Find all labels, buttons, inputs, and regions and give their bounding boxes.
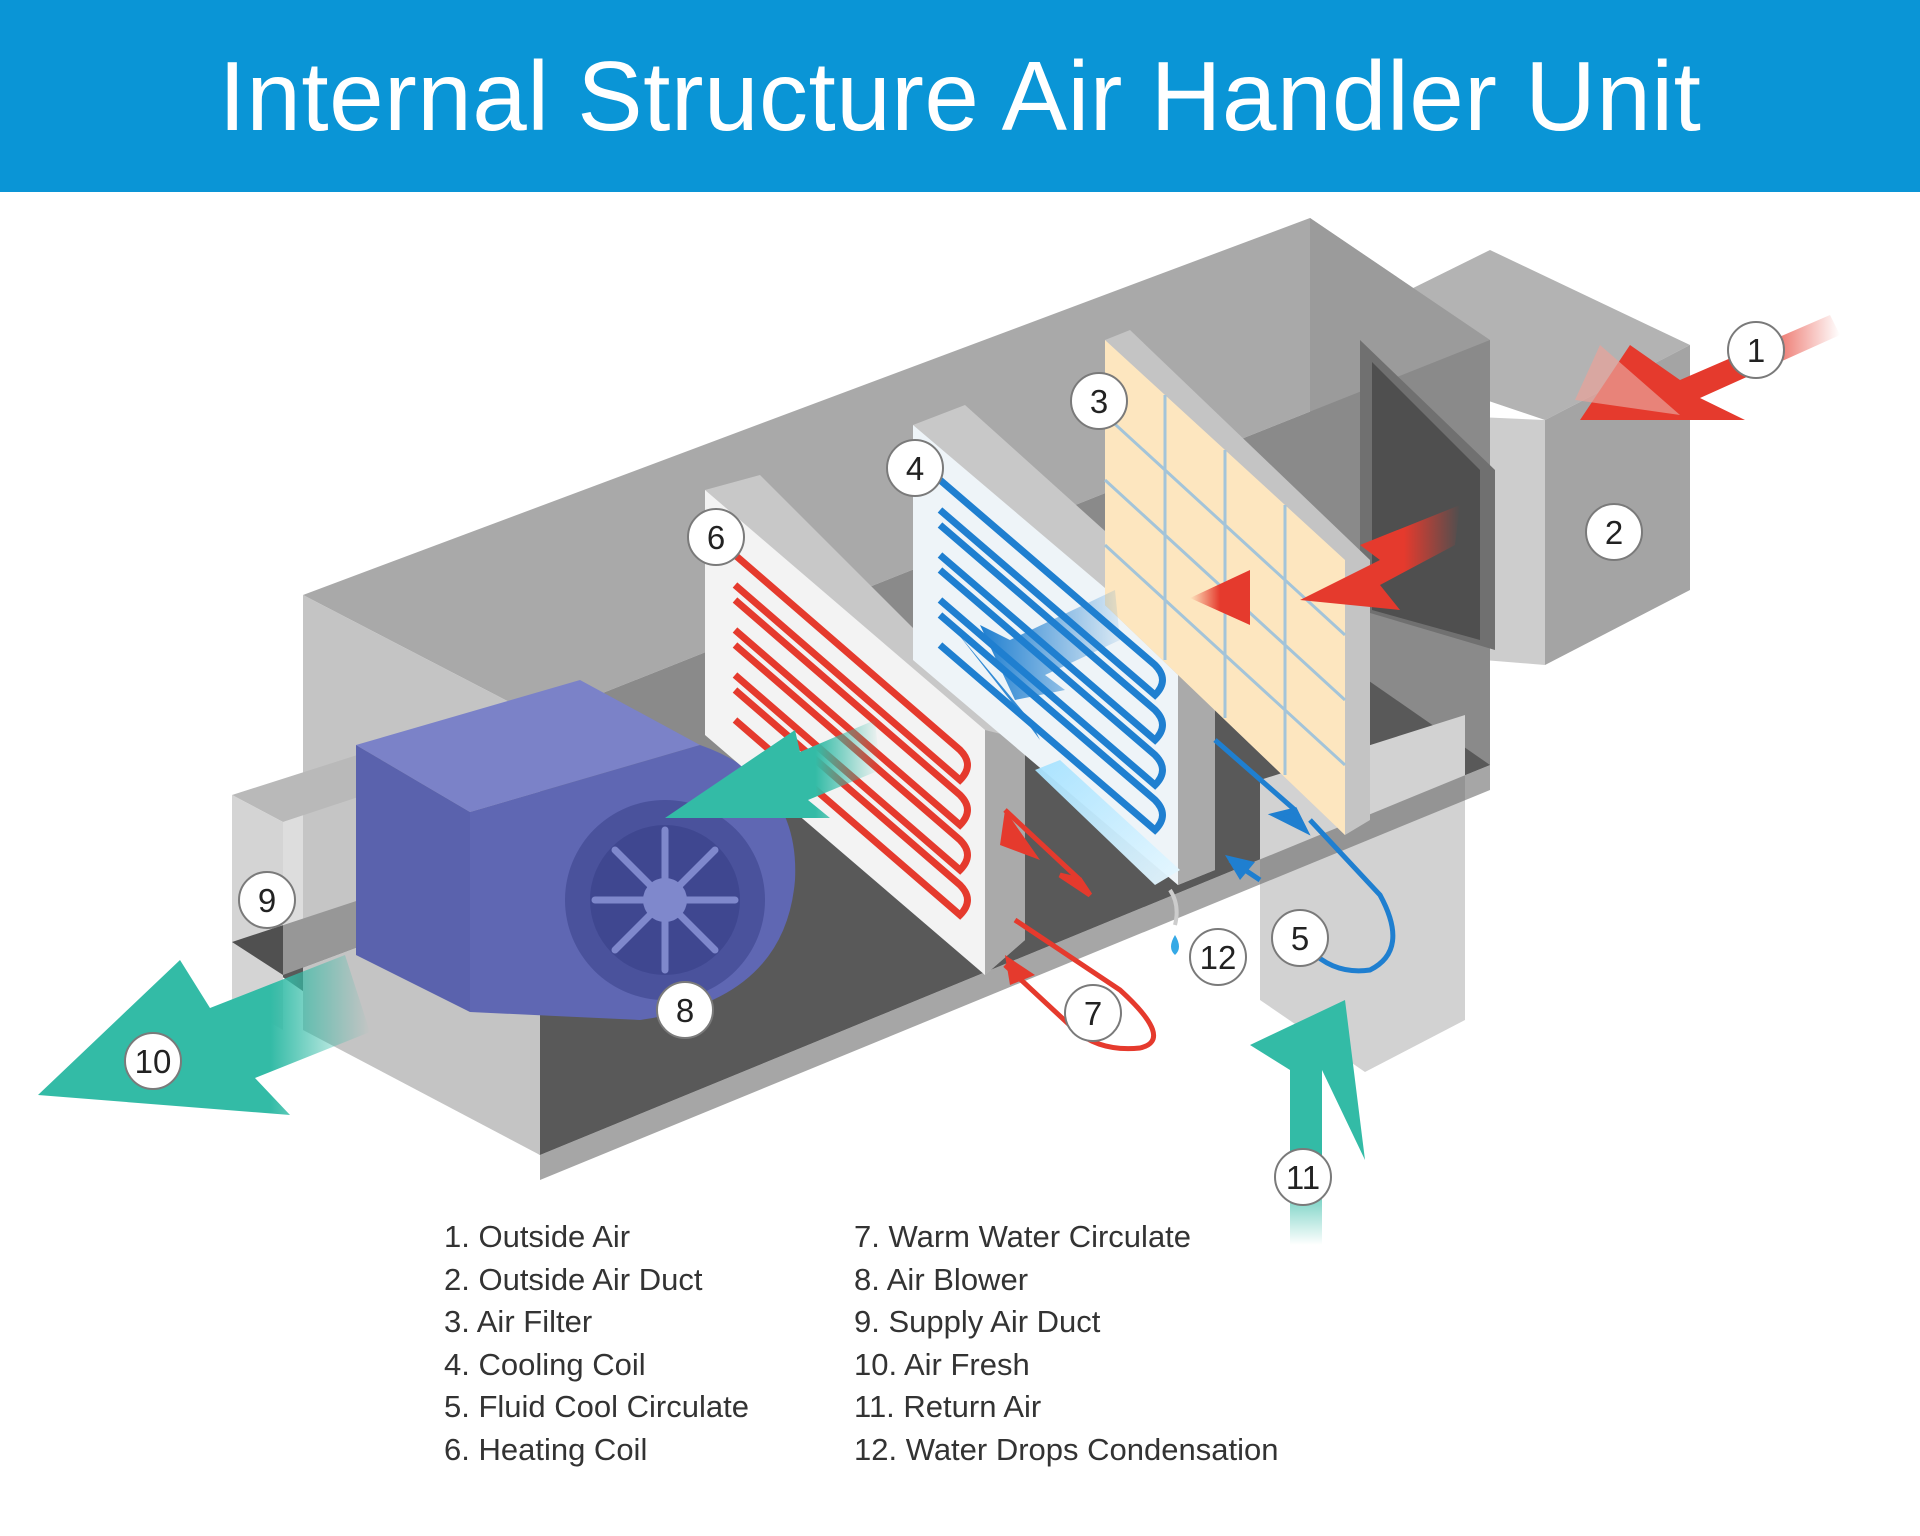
svg-text:7: 7	[1084, 995, 1102, 1032]
blower-fan-icon	[590, 825, 740, 975]
title-banner: Internal Structure Air Handler Unit	[0, 0, 1920, 192]
callout-11: 11	[1274, 1148, 1332, 1206]
svg-text:10: 10	[135, 1043, 172, 1080]
cool-fluid-loop	[1213, 738, 1396, 974]
callout-4: 4	[886, 439, 944, 497]
callout-8: 8	[656, 981, 714, 1039]
svg-text:8: 8	[676, 992, 694, 1029]
callout-5: 5	[1271, 909, 1329, 967]
svg-text:5: 5	[1291, 920, 1309, 957]
legend-item: 10. Air Fresh	[854, 1346, 1030, 1382]
callout-9: 9	[238, 871, 296, 929]
legend-item: 8. Air Blower	[854, 1261, 1029, 1297]
fresh-air-through-coil-arrow	[665, 720, 880, 818]
heating-coil-tubes	[732, 552, 971, 920]
svg-text:6: 6	[707, 519, 725, 556]
warm-water-loop	[1000, 808, 1157, 1052]
cool-air-arrow	[955, 590, 1120, 740]
callout-3: 3	[1070, 372, 1128, 430]
callout-7: 7	[1064, 984, 1122, 1042]
legend-item: 9. Supply Air Duct	[854, 1304, 1101, 1339]
svg-text:3: 3	[1090, 383, 1108, 420]
svg-text:11: 11	[1286, 1159, 1320, 1196]
svg-text:1: 1	[1747, 332, 1765, 369]
legend-item: 7. Warm Water Circulate	[854, 1219, 1192, 1254]
legend-item: 5. Fluid Cool Circulate	[444, 1389, 749, 1424]
svg-text:9: 9	[258, 882, 276, 919]
svg-text:12: 12	[1200, 939, 1237, 976]
legend-right-column: 7. Warm Water Circulate 8. Air Blower 9.…	[854, 1216, 1278, 1471]
legend-item: 6. Heating Coil	[444, 1431, 648, 1467]
legend-item: 4. Cooling Coil	[444, 1346, 646, 1382]
supply-air-out-arrow	[38, 955, 370, 1115]
legend-item: 3. Air Filter	[444, 1304, 593, 1339]
callout-12: 12	[1189, 928, 1247, 986]
callout-2: 2	[1585, 503, 1643, 561]
callout-10: 10	[124, 1032, 182, 1090]
legend-left-column: 1. Outside Air 2. Outside Air Duct 3. Ai…	[444, 1216, 749, 1471]
callout-1: 1	[1727, 321, 1785, 379]
callout-6: 6	[687, 508, 745, 566]
legend-item: 12. Water Drops Condensation	[854, 1431, 1279, 1467]
return-air-arrow	[1250, 1000, 1365, 1245]
water-drop-icon	[1168, 888, 1179, 955]
page-title: Internal Structure Air Handler Unit	[218, 40, 1702, 151]
legend-item: 2. Outside Air Duct	[444, 1261, 703, 1297]
filtered-air-arrow	[1190, 505, 1460, 625]
legend-item: 11. Return Air	[854, 1389, 1042, 1424]
svg-text:4: 4	[906, 450, 924, 487]
svg-text:2: 2	[1605, 514, 1623, 551]
cooling-coil-tubes	[937, 477, 1166, 835]
legend-item: 1. Outside Air	[444, 1219, 631, 1254]
